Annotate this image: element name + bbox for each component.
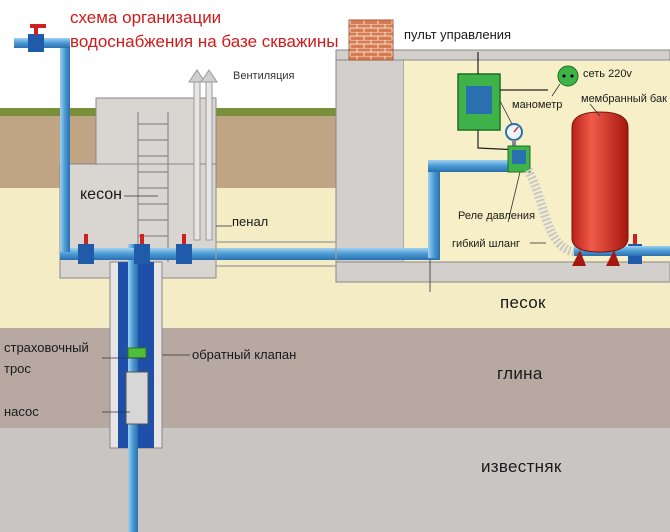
pipe-house-riser	[428, 166, 440, 258]
label-ventilation: Вентиляция	[233, 70, 295, 82]
label-soil-limestone: известняк	[481, 457, 562, 476]
chimney-brick	[348, 19, 394, 61]
pump-body	[125, 371, 149, 425]
label-control-panel: пульт управления	[404, 27, 512, 42]
pipe-tank	[574, 246, 670, 256]
flexible-hose	[524, 167, 576, 257]
label-safety-cable-2: трос	[4, 361, 31, 376]
membrane-tank	[571, 111, 629, 253]
label-pressure-relay: Реле давления	[458, 210, 536, 222]
ventilation-pipes	[188, 69, 218, 241]
house-floor	[335, 261, 670, 283]
network-socket	[557, 65, 579, 87]
control-panel-screen	[466, 86, 492, 114]
caisson-ladder	[137, 112, 169, 262]
label-manometer: манометр	[512, 99, 563, 111]
pipe-main	[60, 248, 440, 260]
tank-legs	[572, 250, 620, 266]
label-network: сеть 220v	[583, 68, 632, 80]
clay-layer	[0, 328, 670, 428]
wiring-panel	[477, 52, 548, 151]
title-line-1: схема организации	[70, 8, 222, 27]
label-caisson: кесон	[80, 186, 122, 203]
house-ceiling	[335, 49, 670, 61]
valve-surface	[28, 24, 46, 52]
label-safety-cable-1: страховочный	[4, 340, 89, 355]
limestone-layer	[0, 428, 670, 532]
valve-caisson-left	[78, 234, 94, 264]
penal-sleeve	[215, 241, 337, 267]
topsoil-band	[0, 108, 670, 118]
label-penal: пенал	[232, 214, 269, 229]
label-soil-clay: глина	[497, 364, 543, 383]
title-line-2: водоснабжения на базе скважины	[70, 32, 339, 51]
pipe-surface-vertical	[60, 42, 70, 252]
socket-pin-right	[570, 74, 574, 78]
check-valve	[127, 347, 147, 359]
pressure-relay-face	[512, 150, 526, 164]
socket-pin-left	[562, 74, 566, 78]
manometer-needle	[513, 126, 519, 133]
label-flexible-hose: гибкий шланг	[452, 238, 521, 250]
label-pump: насос	[4, 404, 39, 419]
label-membrane-tank: мембранный бак	[581, 93, 667, 105]
leader-lines	[102, 83, 601, 413]
valve-caisson-mid	[134, 234, 150, 264]
label-check-valve: обратный клапан	[192, 347, 297, 362]
pipe-house-top	[428, 160, 520, 172]
label-soil-sand: песок	[500, 293, 546, 312]
valve-caisson-right	[176, 234, 192, 264]
